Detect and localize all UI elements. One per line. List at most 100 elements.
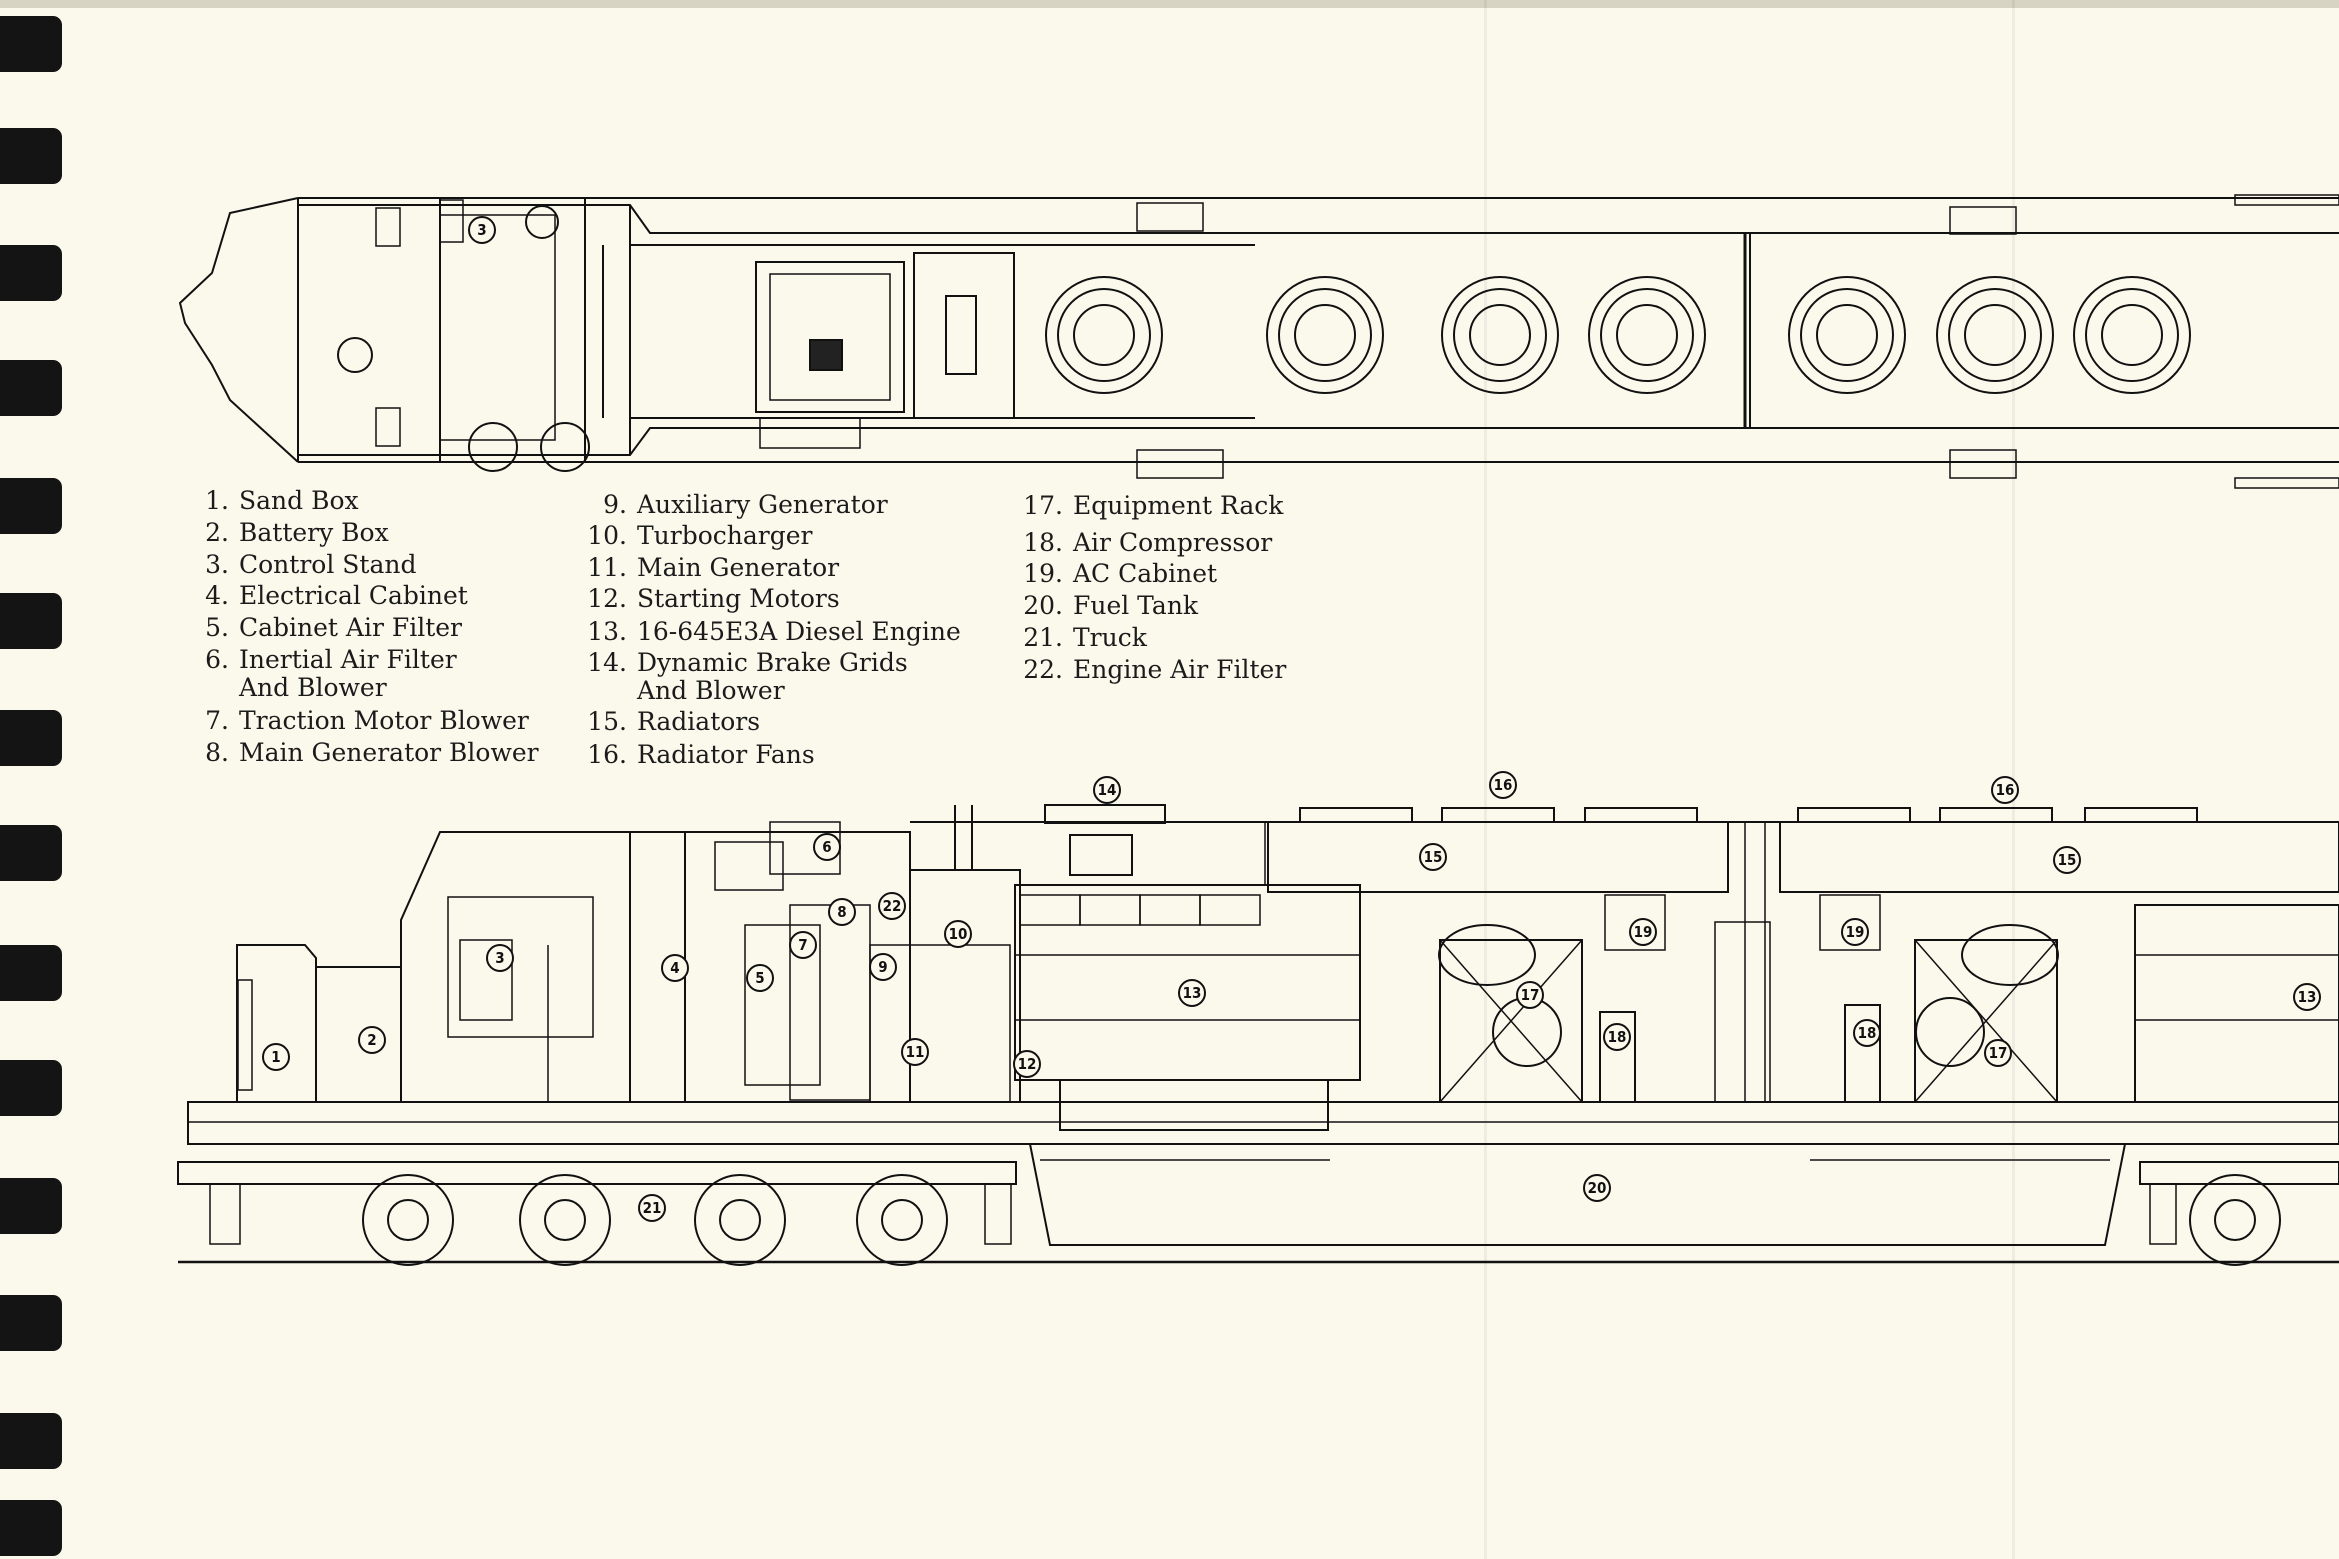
legend-item-label: Engine Air Filter: [1073, 655, 1287, 684]
binding-ring: [0, 825, 62, 881]
callout-bubble: 19: [1629, 918, 1657, 946]
callout-circle: [1178, 979, 1206, 1007]
callout-circle: [828, 898, 856, 926]
callout-number: 21: [643, 1199, 662, 1217]
callout-bubble: 19: [1841, 918, 1869, 946]
callout-number: 15: [2058, 851, 2077, 869]
callout-circle: [262, 1043, 290, 1071]
legend-item-label: Air Compressor: [1073, 528, 1273, 557]
callout-number: 3: [495, 949, 504, 967]
callout-bubble: 5: [746, 964, 774, 992]
plan-view: [178, 194, 2339, 489]
legend-item-number: 11.: [587, 553, 627, 582]
page-fold-line: [1484, 0, 1487, 1559]
legend-item-label: Main Generator: [637, 553, 840, 582]
plan-radiator-fans: [1045, 276, 2191, 394]
binding-ring: [0, 245, 62, 301]
callout-number: 22: [883, 897, 902, 915]
legend-item: 1.Sand Box: [203, 488, 358, 513]
callout-number: 19: [1846, 923, 1865, 941]
callout-bubble: 8: [828, 898, 856, 926]
binding-ring: [0, 710, 62, 766]
legend-item: 22. Engine Air Filter: [1023, 657, 1286, 682]
callout-number: 3: [477, 221, 486, 239]
callout-circle: [878, 892, 906, 920]
callout-circle: [746, 964, 774, 992]
legend-item-label: Main Generator Blower: [239, 738, 539, 767]
legend-item-number: 21.: [1023, 623, 1063, 652]
callout-number: 7: [798, 936, 807, 954]
legend-item-label: Truck: [1073, 623, 1147, 652]
callout-bubble: 12: [1013, 1050, 1041, 1078]
callout-number: 18: [1858, 1024, 1877, 1042]
callout-number: 5: [755, 969, 764, 987]
callout-circle: [1984, 1039, 2012, 1067]
legend-item: 20.Fuel Tank: [1023, 593, 1198, 618]
callout-circle: [1583, 1174, 1611, 1202]
callout-bubble: 11: [901, 1038, 929, 1066]
legend-item: 14.Dynamic Brake Grids: [587, 648, 907, 677]
legend-item-label: Traction Motor Blower: [239, 706, 529, 735]
callout-bubble: 21: [638, 1194, 666, 1222]
callout-number: 20: [1588, 1179, 1607, 1197]
legend-item-number: 15.: [587, 707, 627, 736]
callout-circle: [638, 1194, 666, 1222]
callout-circle: [468, 216, 496, 244]
legend-item: 5.Cabinet Air Filter: [203, 615, 462, 640]
plan-nose-outline: [178, 197, 299, 463]
legend-item-label: Control Stand: [239, 550, 417, 579]
legend-item-number: 13.: [587, 617, 627, 646]
legend-item-label: Radiator Fans: [637, 740, 815, 769]
legend-item-number: 12.: [587, 584, 627, 613]
legend-item-number: 18.: [1023, 528, 1063, 557]
callout-circle: [1489, 771, 1517, 799]
callout-number: 9: [878, 958, 887, 976]
legend-item-continuation: And Blower: [239, 673, 387, 702]
legend-item-number: 20.: [1023, 591, 1063, 620]
callout-bubble: 15: [2053, 846, 2081, 874]
legend-item-label: Starting Motors: [637, 584, 840, 613]
legend-item-number: 6.: [205, 645, 229, 674]
legend-item-label: Battery Box: [239, 518, 389, 547]
binding-ring: [0, 478, 62, 534]
legend-item-number: 17.: [1023, 491, 1063, 520]
callout-circle: [661, 954, 689, 982]
callout-circle: [1841, 918, 1869, 946]
callout-bubble: 17: [1516, 981, 1544, 1009]
binding-ring: [0, 1178, 62, 1234]
spiral-binding: [0, 0, 64, 1559]
binding-ring: [0, 593, 62, 649]
callout-circle: [1093, 776, 1121, 804]
callout-circle: [789, 931, 817, 959]
legend-item: 6.Inertial Air Filter: [203, 647, 457, 672]
callout-bubble: 18: [1603, 1023, 1631, 1051]
legend-item: 9.Auxiliary Generator: [587, 492, 888, 517]
front-truck: [177, 1161, 1017, 1266]
callout-circle: [486, 944, 514, 972]
callout-number: 18: [1608, 1028, 1627, 1046]
legend-item: 8.Main Generator Blower: [203, 738, 539, 767]
legend-item-number: 22.: [1023, 655, 1063, 684]
legend-item: 19.AC Cabinet: [1023, 561, 1217, 586]
legend-item: 12. Starting Motors: [587, 584, 840, 613]
callout-circle: [869, 953, 897, 981]
callout-bubble: 4: [661, 954, 689, 982]
callout-bubble: 1: [262, 1043, 290, 1071]
callout-bubble: 3: [486, 944, 514, 972]
callout-circle: [1991, 776, 2019, 804]
callout-number: 15: [1424, 848, 1443, 866]
callout-bubble: 15: [1419, 843, 1447, 871]
callout-circle: [944, 920, 972, 948]
legend-item-number: 9.: [603, 490, 627, 519]
legend-item: 21. Truck: [1023, 625, 1147, 650]
callout-number: 11: [906, 1043, 925, 1061]
callout-bubble: 18: [1853, 1019, 1881, 1047]
legend-item-number: 14.: [587, 648, 627, 677]
callout-bubble: 13: [1178, 979, 1206, 1007]
callout-bubble: 3: [468, 216, 496, 244]
page-top-edge: [0, 0, 2339, 8]
callout-number: 8: [837, 903, 846, 921]
callout-bubble: 9: [869, 953, 897, 981]
